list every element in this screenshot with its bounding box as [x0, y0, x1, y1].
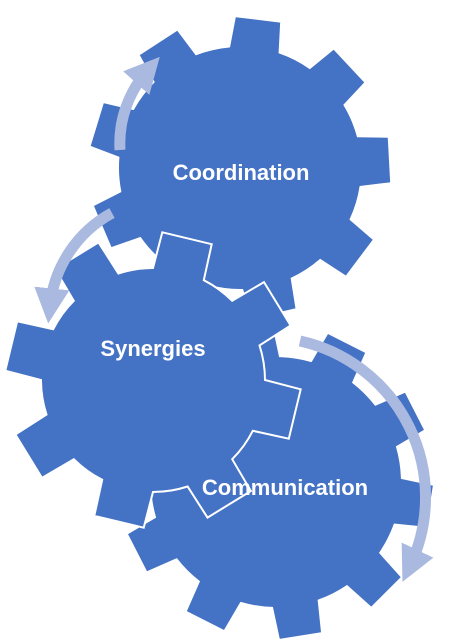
- arrow-to-synergies: [34, 208, 115, 324]
- arrow-to-communication: [298, 335, 434, 582]
- synergies-gear: [4, 231, 302, 529]
- coordination-label: Coordination: [173, 160, 310, 185]
- synergies-label: Synergies: [100, 336, 205, 361]
- arrow-to-coordination: [114, 56, 160, 151]
- communication-label: Communication: [202, 475, 368, 500]
